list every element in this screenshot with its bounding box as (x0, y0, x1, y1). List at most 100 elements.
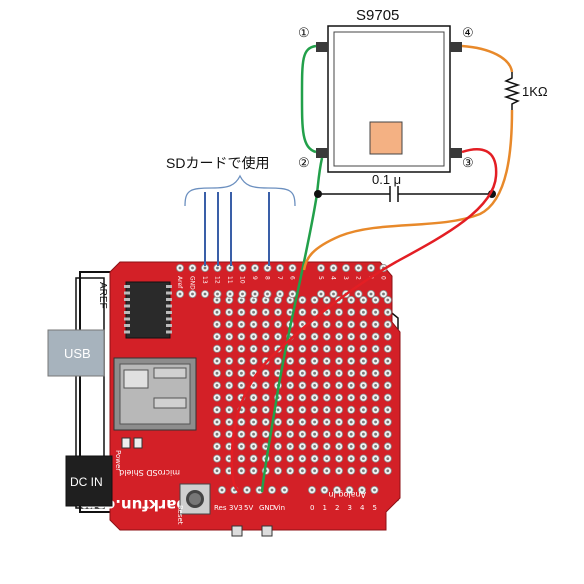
proto-hole-center (349, 469, 353, 473)
proto-hole-center (374, 323, 377, 326)
ic-pin (166, 285, 172, 288)
microsd-slot (113, 357, 197, 431)
top-header-label: 2 (355, 276, 362, 280)
proto-hole-center (349, 445, 353, 448)
proto-hole-center (301, 347, 304, 351)
aref-label: AREF (97, 282, 108, 309)
proto-hole-center (301, 384, 304, 387)
sensor-s9705: S9705 ① ④ ② ③ (298, 7, 474, 173)
proto-hole-center (386, 359, 390, 363)
analog-header-hole-center (360, 488, 364, 492)
proto-hole-center (362, 384, 365, 387)
pin1-label: ① (298, 25, 310, 40)
analog-pin-label: 4 (360, 504, 365, 512)
proto-hole-center (337, 457, 341, 460)
proto-hole-center (313, 445, 316, 448)
proto-hole-center (252, 335, 256, 338)
proto-hole-center (215, 469, 219, 473)
analog-holes (307, 485, 379, 494)
proto-hole-center (264, 445, 268, 448)
top-header-label: 8 (264, 276, 271, 280)
top-header-label: 7 (276, 276, 283, 280)
proto-hole-center (349, 310, 353, 314)
sd-note-label: SDカードで使用 (166, 155, 269, 171)
top-header-label: GND (189, 276, 196, 290)
analog-header-hole-center (348, 488, 351, 492)
reset-button[interactable] (179, 483, 211, 515)
usb-connector: USB (47, 329, 105, 377)
red-power-wire (230, 148, 498, 494)
proto-hole-center (349, 359, 353, 363)
top-header-label: 4 (330, 276, 337, 280)
proto-hole-center (240, 420, 243, 424)
header-hole-center (191, 266, 194, 270)
ic-pin (124, 285, 130, 288)
proto-hole-center (227, 359, 231, 363)
header-hole-lower-center (278, 292, 282, 296)
proto-hole-center (349, 396, 353, 399)
proto-hole-center (386, 310, 390, 314)
analog-header-hole-center (323, 488, 326, 492)
proto-hole-center (301, 408, 304, 412)
header-hole-center (228, 266, 232, 270)
proto-hole-center (386, 384, 390, 387)
dc-jack: DC IN (65, 455, 113, 507)
proto-hole-center (252, 310, 256, 314)
top-header-label: 10 (239, 276, 246, 284)
ic-pin (166, 304, 172, 308)
proto-hole-center (252, 323, 256, 326)
proto-hole-center (215, 384, 219, 387)
proto-hole-center (374, 420, 377, 424)
header-hole-center (241, 266, 244, 270)
proto-hole-center (227, 396, 231, 399)
proto-hole-center (276, 457, 280, 460)
header-hole-center (216, 266, 219, 270)
proto-hole-center (252, 432, 256, 436)
proto-hole-center (215, 371, 219, 375)
proto-hole-center (240, 469, 243, 473)
ic-pin (166, 324, 172, 327)
proto-hole-center (240, 347, 243, 351)
proto-hole-center (240, 371, 243, 375)
proto-hole-center (313, 371, 316, 375)
proto-hole-center (301, 359, 304, 363)
proto-hole-center (313, 335, 316, 338)
proto-hole-center (240, 310, 243, 314)
proto-hole-center (215, 420, 219, 424)
top-header-label: 12 (214, 276, 221, 284)
proto-hole-center (240, 335, 243, 338)
power-label: Power (114, 450, 122, 471)
proto-hole-center (227, 323, 231, 326)
proto-hole-center (313, 298, 316, 302)
proto-hole-grid (212, 295, 392, 475)
proto-hole-center (227, 298, 231, 302)
power-header-hole-center (283, 488, 286, 492)
top-header-holes (175, 263, 388, 298)
proto-hole-center (215, 432, 219, 436)
proto-hole-center (313, 396, 316, 399)
sd-card-bracket: SDカードで使用 (166, 155, 296, 207)
analog-pin-label: 5 (373, 504, 377, 512)
proto-hole-center (215, 457, 219, 460)
ic-pin (166, 317, 172, 321)
top-header-label: 5 (317, 276, 324, 280)
header-hole-lower-center (266, 292, 269, 296)
proto-hole-center (288, 469, 292, 473)
proto-hole-center (264, 323, 268, 326)
ic-pin (124, 330, 130, 334)
top-header-label: 6 (289, 276, 296, 280)
proto-hole-center (325, 432, 329, 436)
proto-hole-center (337, 310, 341, 314)
header-hole-lower-center (357, 292, 360, 296)
proto-hole-center (374, 457, 377, 460)
proto-hole-center (386, 445, 390, 448)
proto-hole-center (240, 298, 243, 302)
proto-hole-center (313, 420, 316, 424)
proto-hole-center (252, 359, 256, 363)
proto-hole-center (349, 347, 353, 351)
proto-hole-center (288, 384, 292, 387)
proto-hole-center (215, 298, 219, 302)
header-hole-center (357, 266, 360, 270)
proto-hole-center (337, 420, 341, 424)
